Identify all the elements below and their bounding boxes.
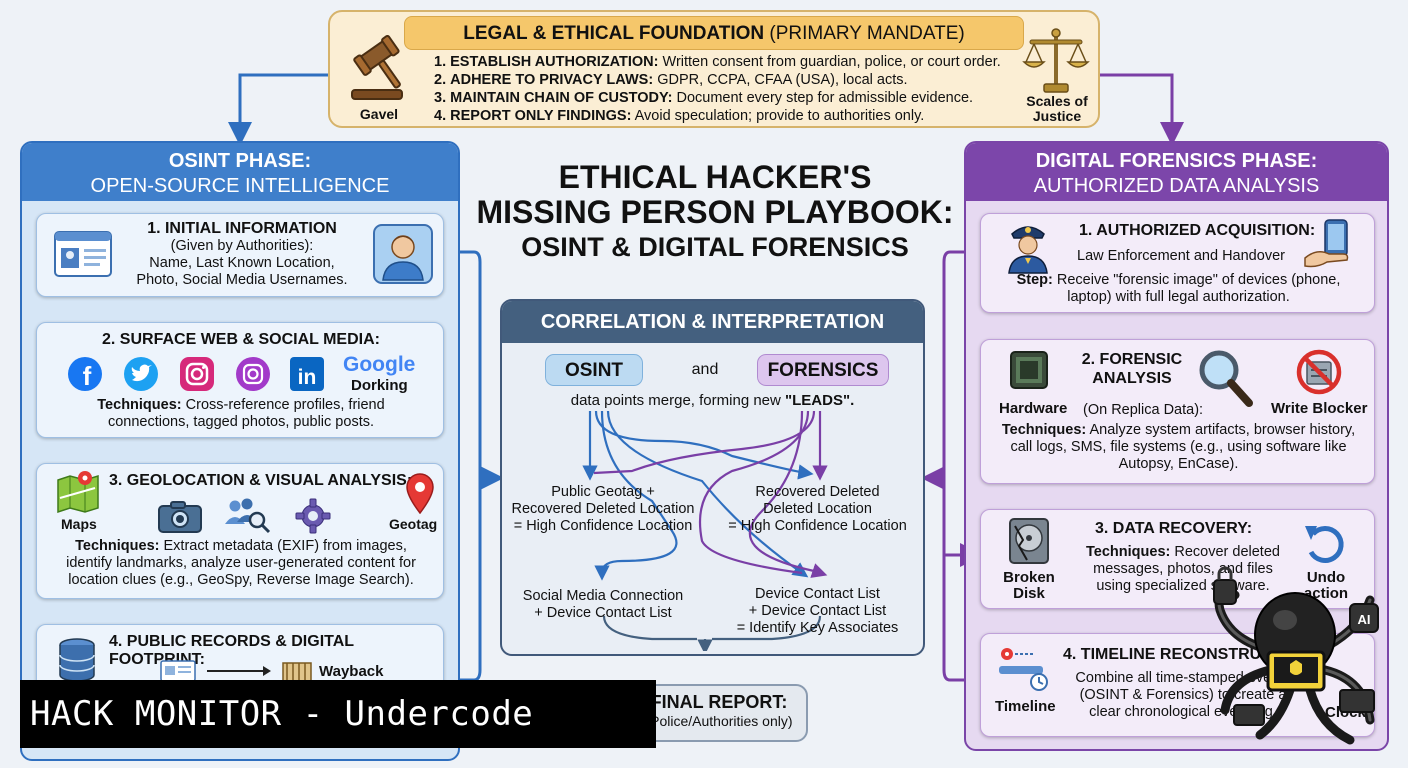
final-report-box: FINAL REPORT: (Police/Authorities only) [630,684,808,742]
forensics-step-1-desc: Step: Receive "forensic image" of device… [1016,272,1341,305]
timeline-label: Timeline [995,698,1056,715]
main-title-line: OSINT & DIGITAL FORENSICS [521,232,909,262]
timeline-icon [999,648,1048,691]
osint-step-1-text: 1. INITIAL INFORMATION (Given by Authori… [127,220,357,289]
osint-step-2-desc: Techniques: Cross-reference profiles, fr… [97,397,385,430]
osint-step-1-line: Photo, Social Media Usernames. [136,272,348,288]
osint-step-1-card: 1. INITIAL INFORMATION (Given by Authori… [36,213,444,297]
osint-step-2-title: 2. SURFACE WEB & SOCIAL MEDIA: [102,331,380,348]
forensics-step-1-title: 1. AUTHORIZED ACQUISITION: [1079,222,1316,239]
hardware-label: Hardware [999,400,1068,417]
legal-item: 1. ESTABLISH AUTHORIZATION: Written cons… [434,54,1001,70]
write-blocker-label: Write Blocker [1271,400,1368,417]
gavel-label: Gavel [359,106,399,122]
lead-1: Public Geotag +Recovered Deleted Locatio… [511,484,695,534]
osint-phase-panel: OSINT PHASE: OPEN-SOURCE INTELLIGENCE 1.… [20,141,460,761]
twitter-icon [124,357,158,391]
osint-pill: OSINT [545,354,643,386]
profile-card-icon [54,231,112,277]
final-report-title: FINAL REPORT: [650,692,788,712]
and-label: and [691,361,719,378]
legal-list: 1. ESTABLISH AUTHORIZATION: Written cons… [434,53,1001,125]
lead-3: Social Media Connection+ Device Contact … [522,588,684,621]
camera-app-icon [236,357,270,391]
gear-icon [295,498,331,534]
correlation-box: CORRELATION & INTERPRETATION OSINT and F… [500,299,925,656]
hardware-chip-icon [1010,351,1048,389]
osint-step-3-card: 3. GEOLOCATION & VISUAL ANALYSIS: Maps [36,463,444,599]
legal-title-bold: LEGAL & ETHICAL FOUNDATION [463,23,765,44]
legal-title: LEGAL & ETHICAL FOUNDATION (PRIMARY MAND… [404,16,1024,50]
people-search-icon [225,498,271,534]
legal-foundation-box: LEGAL & ETHICAL FOUNDATION (PRIMARY MAND… [328,10,1100,128]
broken-disk-icon [1009,518,1049,564]
svg-text:f: f [83,361,92,391]
forensics-step-3-title: 3. DATA RECOVERY: [1095,520,1253,537]
merge-text: data points merge, forming new "LEADS". [570,392,855,409]
forensics-header: DIGITAL FORENSICS PHASE: AUTHORIZED DATA… [966,143,1387,201]
legal-title-rest: (PRIMARY MANDATE) [769,23,965,44]
geotag-label: Geotag [389,516,438,532]
geotag-pin-icon [406,473,434,514]
forensics-subtitle: AUTHORIZED DATA ANALYSIS [1033,175,1320,197]
forensics-pill: FORENSICS [757,354,889,386]
legal-item: 4. REPORT ONLY FINDINGS: Avoid speculati… [434,108,925,124]
forensics-step-4-title: 4. TIMELINE RECONSTRUCTION: [1063,646,1317,663]
osint-title: OSINT PHASE: [168,150,312,172]
person-avatar-icon [373,224,433,284]
linkedin-icon: in [290,357,324,391]
legal-item: 2. ADHERE TO PRIVACY LAWS: GDPR, CCPA, C… [434,72,908,88]
forensics-step-2-desc: Techniques: Analyze system artifacts, br… [1001,422,1356,472]
octopus-hacker-logo: AI [1213,566,1379,745]
svg-text:AI: AI [1358,612,1371,627]
phone-handover-icon [1304,219,1349,268]
magnifier-icon [1199,350,1253,407]
google-logo: Google [343,353,416,376]
svg-text:in: in [298,366,317,389]
correlation-title: CORRELATION & INTERPRETATION [502,301,923,343]
forensics-title: DIGITAL FORENSICS PHASE: [1035,150,1318,172]
osint-header: OSINT PHASE: OPEN-SOURCE INTELLIGENCE [22,143,458,201]
camera-icon [158,501,202,533]
undo-arrow-icon [1305,525,1344,563]
final-report-sub: (Police/Authorities only) [645,713,793,729]
replica-label: (On Replica Data): [1083,402,1204,418]
watermark-banner: HACK MONITOR - Undercode [20,680,656,748]
osint-step-1-line: Name, Last Known Location, [149,255,335,271]
database-icon [59,638,95,682]
legal-item: 3. MAINTAIN CHAIN OF CUSTODY: Document e… [434,90,974,106]
osint-step-2-card: 2. SURFACE WEB & SOCIAL MEDIA: f in Goog… [36,322,444,438]
osint-subtitle: OPEN-SOURCE INTELLIGENCE [90,175,390,197]
main-title: ETHICAL HACKER'S MISSING PERSON PLAYBOOK… [470,160,960,265]
gavel-icon [351,34,403,100]
lead-4: Device Contact List+ Device Contact List… [736,586,899,636]
map-icon [57,471,99,514]
osint-step-3-title: 3. GEOLOCATION & VISUAL ANALYSIS: [109,472,413,489]
merge-flow-lines [582,411,828,651]
maps-label: Maps [61,516,97,532]
osint-step-1-title: 1. INITIAL INFORMATION [147,220,337,237]
dorking-label: Dorking [351,377,408,394]
police-officer-icon [1008,226,1048,274]
forensics-step-1-card: 1. AUTHORIZED ACQUISITION: Law Enforceme… [980,213,1375,313]
write-blocker-icon [1296,349,1342,395]
forensics-step-1-sub: Law Enforcement and Handover [1077,248,1285,264]
osint-step-1-line: (Given by Authorities): [170,238,314,254]
main-title-line: MISSING PERSON PLAYBOOK: [476,194,954,230]
scales-of-justice-icon [1022,28,1090,93]
main-title-line: ETHICAL HACKER'S [558,159,872,195]
instagram-icon [180,357,214,391]
osint-step-3-desc: Techniques: Extract metadata (EXIF) from… [66,538,416,588]
facebook-icon: f [68,357,102,391]
